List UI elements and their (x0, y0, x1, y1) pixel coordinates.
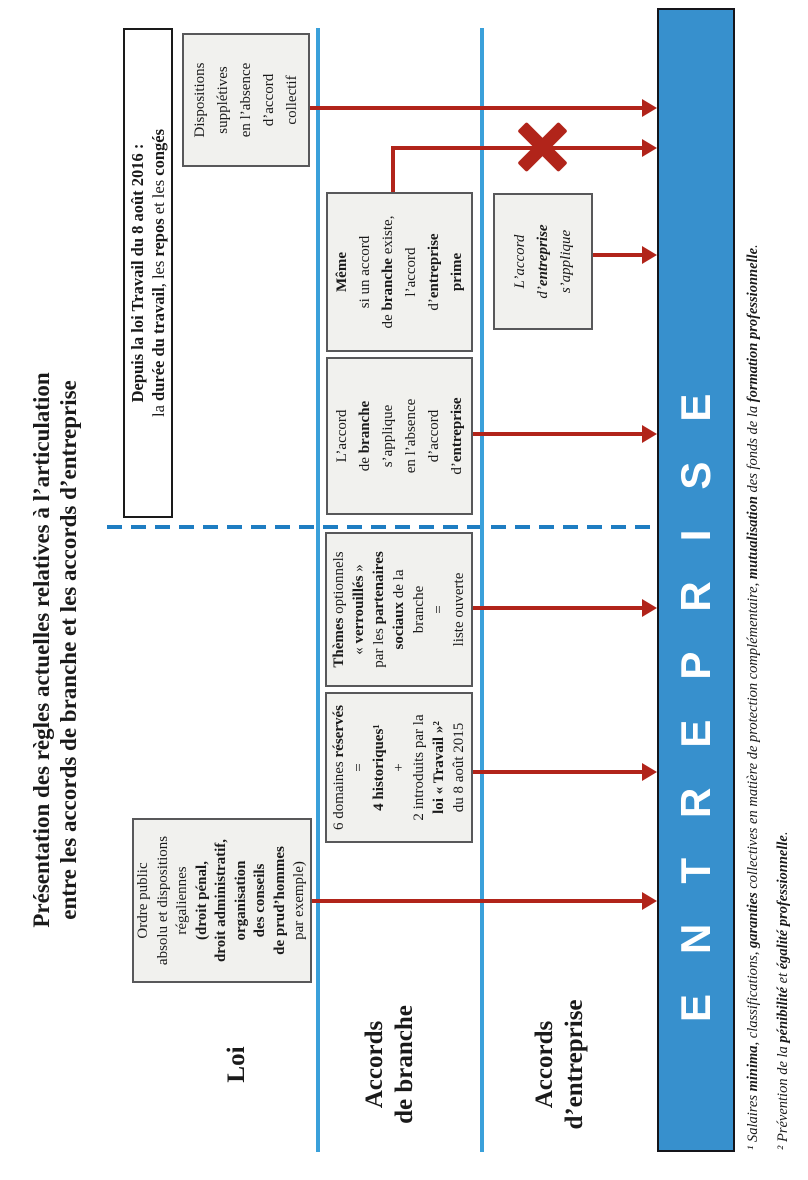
entreprise-bar: ENTREPRISE (657, 8, 735, 1152)
row-divider-branche-entreprise (480, 28, 484, 1152)
arrow-accord-entreprise-line (593, 253, 643, 257)
arrow-dispositions-line (310, 106, 643, 110)
arrow-six-domaines-head (642, 763, 657, 781)
row-label-loi: Loi (223, 1046, 250, 1083)
arrow-ordre-public-line (312, 899, 643, 903)
arrow-meme-si-elbow (391, 146, 395, 192)
row-divider-loi-branche (316, 28, 320, 1152)
header-box-loi-travail: Depuis la loi Travail du 8 août 2016 :la… (123, 28, 173, 518)
arrow-six-domaines-line (473, 770, 643, 774)
box-themes-optionnels: Thèmes optionnels« verrouillés »par les … (325, 532, 473, 687)
page-title-line1: Présentation des règles actuelles relati… (29, 372, 54, 928)
page-title: Présentation des règles actuelles relati… (28, 260, 82, 1040)
arrow-dispositions-head (642, 99, 657, 117)
footnote-2: ² Prévention de la pénibilité et égalité… (775, 831, 791, 1151)
arrow-accord-branche-head (642, 425, 657, 443)
arrow-accord-branche-line (473, 432, 643, 436)
arrow-ordre-public-head (642, 892, 657, 910)
divider-dashed-before-after (107, 525, 657, 529)
footnote-1: ¹ Salaires minima, classifications, gara… (745, 244, 761, 1150)
entreprise-bar-label: ENTREPRISE (672, 353, 719, 1022)
arrow-accord-entreprise-head (642, 246, 657, 264)
box-six-domaines-reserves: 6 domaines réservés=4 historiques¹+2 int… (325, 692, 473, 843)
arrow-themes-optionnels-line (473, 606, 643, 610)
arrow-themes-optionnels-head (642, 599, 657, 617)
page-title-line2: entre les accords de branche et les acco… (56, 380, 81, 920)
arrow-meme-si-head (642, 139, 657, 157)
x-mark-icon (513, 118, 571, 176)
